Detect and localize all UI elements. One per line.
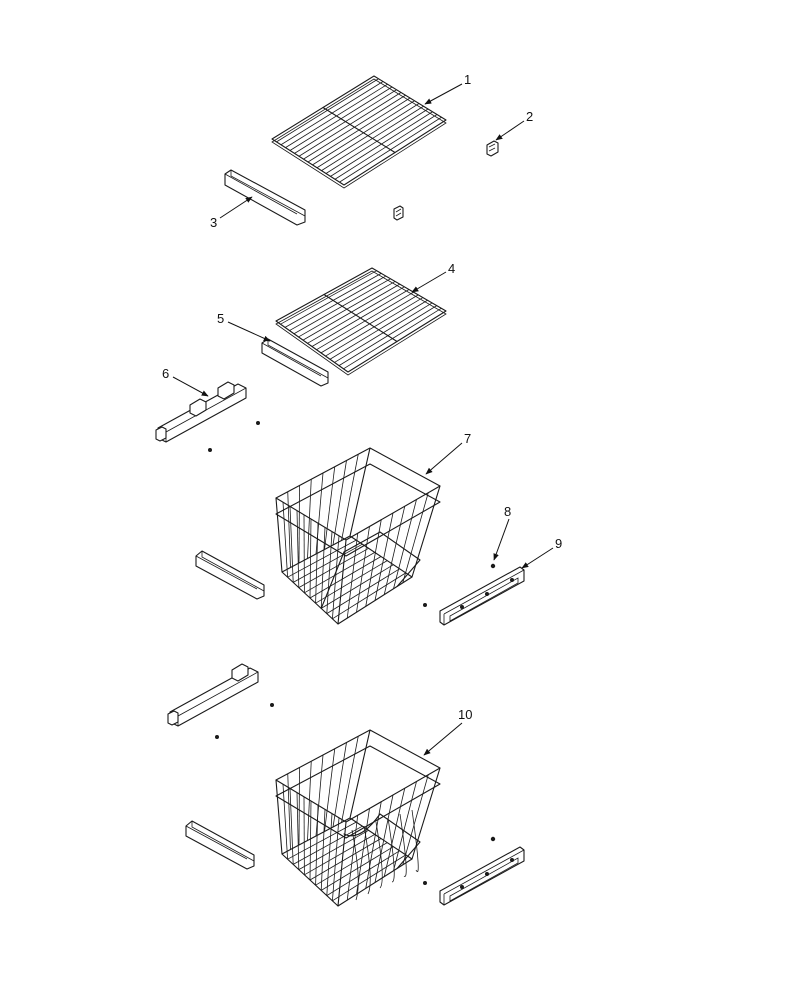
callout-5: 5 xyxy=(217,311,271,342)
basket-10-right-rail xyxy=(422,836,525,906)
callout-7: 7 xyxy=(425,431,471,475)
callout-9: 9 xyxy=(521,536,562,569)
callout-label: 6 xyxy=(162,366,169,381)
callout-label: 10 xyxy=(458,707,472,722)
callout-label: 1 xyxy=(464,72,471,87)
callout-10: 10 xyxy=(423,707,472,756)
part-4-lower-wire-shelf xyxy=(275,267,447,376)
part-2-shelf-clip xyxy=(393,140,499,221)
part-1-upper-wire-shelf xyxy=(271,75,447,189)
basket-10-left-rail xyxy=(185,820,255,870)
part-6-left-slide-rail xyxy=(155,381,260,452)
callout-label: 5 xyxy=(217,311,224,326)
callout-3: 3 xyxy=(210,196,253,230)
callout-4: 4 xyxy=(411,261,455,293)
part-3-shelf-trim xyxy=(224,169,306,226)
callout-label: 2 xyxy=(526,109,533,124)
callout-label: 3 xyxy=(210,215,217,230)
lower-left-slide-rail xyxy=(167,663,274,740)
callout-label: 7 xyxy=(464,431,471,446)
part-5-shelf-trim xyxy=(261,338,329,387)
callout-label: 8 xyxy=(504,504,511,519)
callout-6: 6 xyxy=(162,366,209,397)
callout-label: 4 xyxy=(448,261,455,276)
basket-7-left-rail xyxy=(195,550,265,600)
part-10-lower-wire-basket xyxy=(275,729,441,907)
part-9-right-slide-rail xyxy=(439,566,525,626)
callout-label: 9 xyxy=(555,536,562,551)
part-8-screw xyxy=(422,563,496,608)
part-7-upper-wire-basket xyxy=(275,447,441,625)
callout-1: 1 xyxy=(424,72,471,105)
callout-8: 8 xyxy=(493,504,511,561)
callout-2: 2 xyxy=(495,109,533,141)
